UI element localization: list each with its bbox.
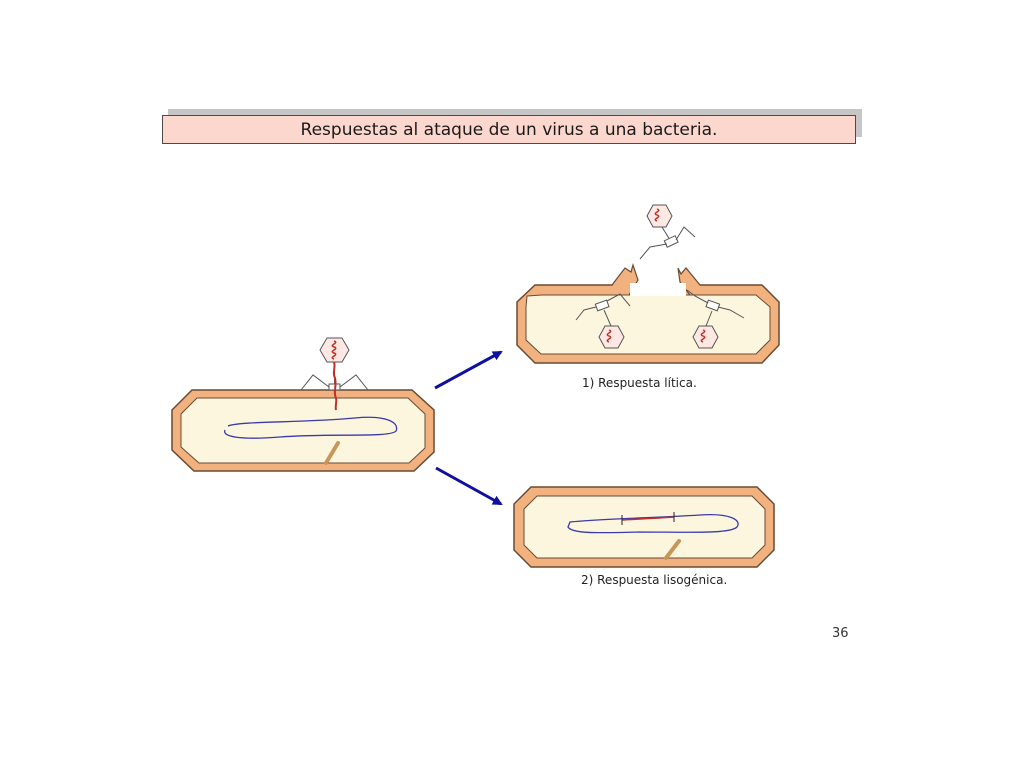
- released-phage-left: [575, 293, 631, 349]
- released-phage-top-leg-left: [639, 243, 668, 260]
- released-phage-top: [639, 204, 696, 260]
- page-number: 36: [832, 626, 849, 641]
- released-phage-top-dna: [654, 208, 660, 222]
- lysogenic-chromosome: [567, 514, 739, 534]
- lytic-cytoplasm: [525, 294, 771, 355]
- initial-cytoplasm: [180, 397, 426, 464]
- released-phage-left-head: [598, 325, 625, 349]
- lytic-opening: [630, 283, 686, 297]
- released-phage-top-collar: [663, 235, 679, 248]
- arrow-to-lysogenic: [435, 466, 503, 506]
- released-phage-right-tail: [705, 310, 713, 327]
- released-phage-left-leg-right: [606, 293, 631, 307]
- released-phage-top-tail: [661, 226, 671, 241]
- attacking-phage-dna-injection: [332, 361, 338, 411]
- lysogenic-plasmid-rod: [664, 539, 681, 560]
- initial-plasmid-rod: [324, 441, 340, 465]
- released-phage-top-leg-right: [675, 226, 696, 241]
- arrow-to-lytic: [434, 350, 503, 390]
- lysogenic-caption: 2) Respuesta lisogénica.: [581, 573, 728, 587]
- slide-title-text: Respuestas al ataque de un virus a una b…: [300, 119, 718, 140]
- released-phage-top-head: [646, 204, 673, 228]
- slide-title: Respuestas al ataque de un virus a una b…: [162, 115, 856, 144]
- lytic-bacterium: [516, 262, 780, 364]
- initial-chromosome: [224, 416, 398, 439]
- initial-bacterium: [171, 389, 435, 472]
- released-phage-right: [686, 289, 745, 349]
- released-phage-left-leg-left: [575, 306, 597, 321]
- attacking-phage-dna: [331, 340, 337, 360]
- attacking-phage: [300, 337, 369, 411]
- released-phage-right-dna: [700, 329, 706, 343]
- released-phage-left-tail: [603, 309, 612, 327]
- released-phage-right-leg-left: [686, 289, 709, 304]
- lytic-caption: 1) Respuesta lítica.: [582, 376, 697, 390]
- attacking-phage-leg-right: [339, 374, 369, 391]
- lysogenic-prophage-segment: [621, 516, 675, 521]
- released-phage-left-collar: [594, 299, 610, 312]
- attacking-phage-leg-left: [300, 374, 330, 391]
- released-phage-right-head: [692, 325, 719, 349]
- released-phage-left-dna: [606, 329, 612, 343]
- lysogenic-bacterium: [513, 486, 775, 568]
- lytic-opening-fill: [630, 296, 686, 302]
- released-phage-right-leg-right: [717, 306, 745, 319]
- lysogenic-cytoplasm: [523, 495, 766, 559]
